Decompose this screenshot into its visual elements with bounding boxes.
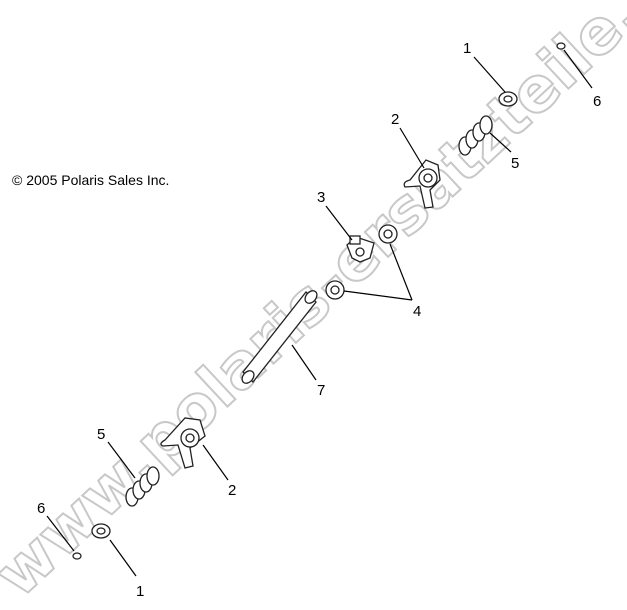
lower-washer-part [91, 523, 111, 539]
callout-label: 6 [37, 500, 45, 517]
upper-spring-part [458, 115, 493, 156]
upper-washer-part [498, 91, 518, 107]
callout-label: 7 [317, 382, 325, 399]
upper-fork-part [403, 159, 441, 209]
callout-label: 2 [228, 482, 236, 499]
leader-lines [46, 49, 593, 577]
bushing-part [325, 224, 398, 300]
callout-label: 1 [463, 40, 471, 57]
upper-snap-ring-part [556, 42, 566, 50]
lower-snap-ring-part [72, 552, 82, 560]
copyright-text: © 2005 Polaris Sales Inc. [12, 172, 170, 188]
callout-label: 5 [511, 155, 519, 172]
callout-label: 3 [317, 189, 325, 206]
callout-label: 2 [391, 111, 399, 128]
callout-label: 6 [593, 93, 601, 110]
center-fork-part [346, 235, 375, 263]
lower-spring-part [125, 466, 160, 507]
callout-label: 5 [97, 426, 105, 443]
callout-label: 4 [413, 303, 421, 320]
callout-label: 1 [136, 583, 144, 600]
shaft-part [241, 290, 318, 384]
lower-fork-part [160, 417, 206, 469]
